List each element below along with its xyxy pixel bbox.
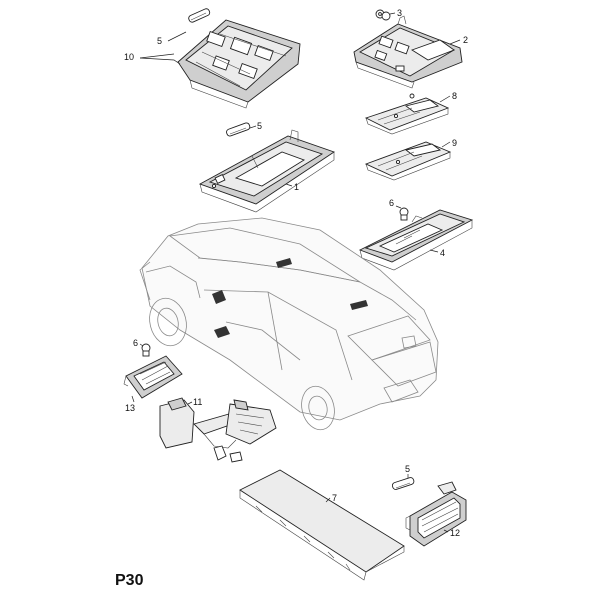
part-6-bulb-left bbox=[141, 343, 151, 357]
part-7-panel bbox=[239, 469, 405, 581]
callout-10: 10 bbox=[124, 52, 134, 62]
part-3-bulb bbox=[375, 9, 391, 21]
part-5-bulb-bottom-right bbox=[391, 477, 415, 490]
part-6-bulb-right bbox=[399, 207, 409, 221]
part-8-cover bbox=[364, 93, 450, 135]
callout-2: 2 bbox=[463, 35, 468, 45]
part-12-lamp bbox=[405, 481, 467, 547]
part-11-switch bbox=[159, 397, 277, 463]
part-9-cover bbox=[364, 141, 452, 181]
part-13-lamp bbox=[123, 355, 183, 399]
callout-4: 4 bbox=[440, 248, 445, 258]
callout-9: 9 bbox=[452, 138, 457, 148]
car-body-outline bbox=[139, 217, 439, 431]
page-code: P30 bbox=[115, 572, 144, 589]
callout-5-center: 5 bbox=[257, 121, 262, 131]
car-lamp-location-marks bbox=[212, 258, 368, 338]
part-2-rear-console bbox=[353, 15, 463, 89]
part-5-bulb-center bbox=[226, 122, 251, 137]
callout-8: 8 bbox=[452, 91, 457, 101]
callout-5-bottom-right: 5 bbox=[405, 464, 410, 474]
callout-7: 7 bbox=[332, 493, 337, 503]
callout-13: 13 bbox=[125, 403, 135, 413]
callout-6-right: 6 bbox=[389, 198, 394, 208]
callout-5-top-left: 5 bbox=[157, 36, 162, 46]
callout-1: 1 bbox=[294, 182, 299, 192]
part-10-front-console bbox=[177, 19, 301, 109]
callout-12: 12 bbox=[450, 528, 460, 538]
part-5-bulb-top-left bbox=[188, 8, 211, 23]
callout-3: 3 bbox=[397, 8, 402, 18]
part-4-lamp bbox=[358, 209, 474, 271]
callout-6-left: 6 bbox=[133, 338, 138, 348]
part-1-lamp-housing bbox=[198, 129, 336, 213]
callout-11: 11 bbox=[193, 397, 202, 407]
